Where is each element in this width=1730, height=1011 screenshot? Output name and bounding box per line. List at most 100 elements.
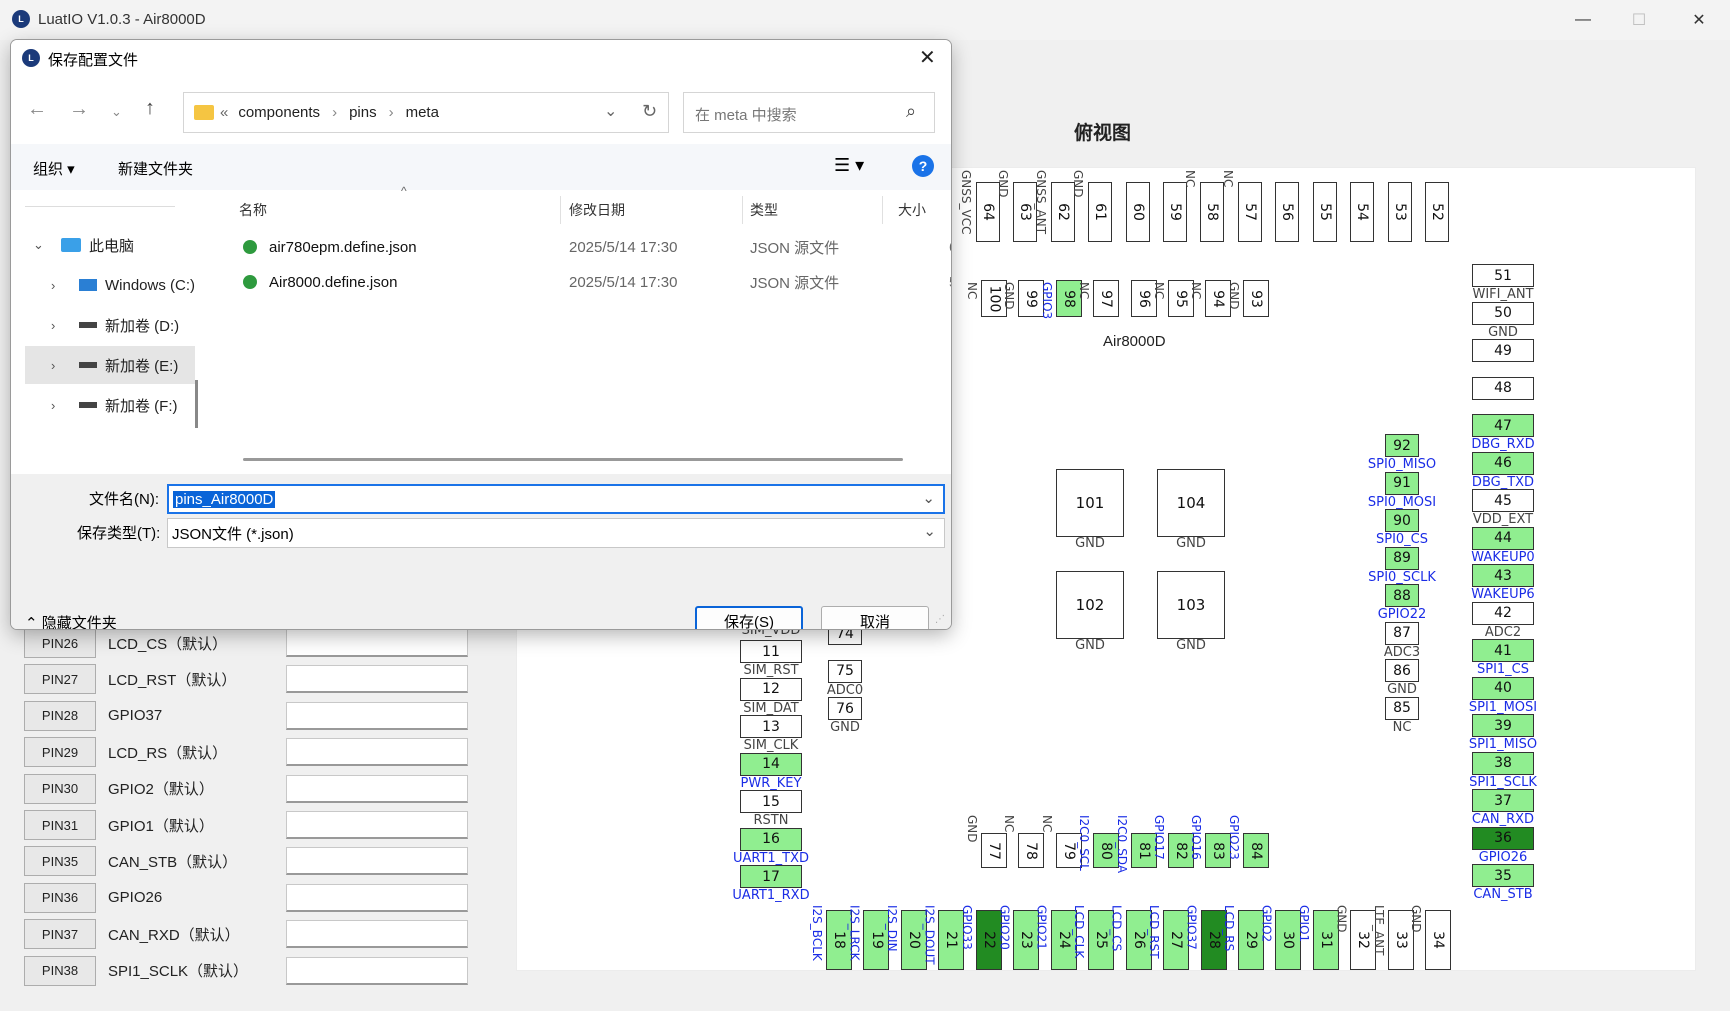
pin-alias-input[interactable] xyxy=(286,847,468,876)
pin-77[interactable]: 77 xyxy=(981,833,1007,868)
pin-button[interactable]: PIN36 xyxy=(24,882,96,913)
pin-96[interactable]: 96 xyxy=(1131,280,1157,317)
pin-50[interactable]: 50 xyxy=(1472,301,1534,325)
tree-item[interactable]: ›新加卷 (D:) xyxy=(25,306,195,344)
pin-100[interactable]: 100 xyxy=(981,280,1007,317)
refresh-icon[interactable]: ↻ xyxy=(642,101,658,121)
pin-function-select[interactable]: GPIO2（默认） xyxy=(104,776,302,802)
pin-33[interactable]: 33 xyxy=(1387,910,1414,970)
pin-78[interactable]: 78 xyxy=(1018,833,1044,868)
pin-button[interactable]: PIN30 xyxy=(24,773,96,804)
pin-88[interactable]: 88 xyxy=(1385,584,1419,607)
pin-53[interactable]: 53 xyxy=(1388,182,1412,242)
pin-16[interactable]: 16 xyxy=(740,827,802,851)
pin-function-select[interactable]: LCD_CS（默认） xyxy=(104,630,302,656)
pin-17[interactable]: 17 xyxy=(740,865,802,888)
pin-button[interactable]: PIN37 xyxy=(24,919,96,950)
pin-101[interactable]: 101 xyxy=(1056,469,1124,537)
pin-81[interactable]: 81 xyxy=(1131,833,1157,868)
minimize-button[interactable]: — xyxy=(1575,11,1591,28)
pin-button[interactable]: PIN31 xyxy=(24,810,96,840)
chevron-icon[interactable]: › xyxy=(51,357,56,373)
pin-14[interactable]: 14 xyxy=(740,752,802,776)
pin-12[interactable]: 12 xyxy=(740,677,802,701)
pin-52[interactable]: 52 xyxy=(1425,182,1449,242)
breadcrumb-pins[interactable]: pins xyxy=(349,104,377,121)
chevron-icon[interactable]: ⌄ xyxy=(33,237,44,252)
search-icon[interactable]: ⌕ xyxy=(906,101,917,121)
up-arrow-icon[interactable]: ↑ xyxy=(145,97,155,119)
pin-51[interactable]: 51 xyxy=(1472,264,1534,287)
pin-alias-input[interactable] xyxy=(286,629,468,657)
pin-61[interactable]: 61 xyxy=(1088,182,1112,242)
resize-grip-icon[interactable]: ⋰ xyxy=(935,614,945,625)
pin-function-select[interactable]: SPI1_SCLK（默认） xyxy=(104,958,302,984)
pin-20[interactable]: 20 xyxy=(900,910,927,970)
column-type[interactable]: 类型 xyxy=(750,202,778,218)
pin-84[interactable]: 84 xyxy=(1243,833,1269,868)
pin-alias-input[interactable] xyxy=(286,665,468,694)
pin-104[interactable]: 104 xyxy=(1157,469,1225,537)
pin-56[interactable]: 56 xyxy=(1275,182,1299,242)
pin-36[interactable]: 36 xyxy=(1472,826,1534,850)
pin-85[interactable]: 85 xyxy=(1385,696,1419,720)
pin-24[interactable]: 24 xyxy=(1050,910,1077,970)
view-options-icon[interactable]: ☰ ▾ xyxy=(834,155,865,175)
pin-55[interactable]: 55 xyxy=(1313,182,1337,242)
pin-26[interactable]: 26 xyxy=(1125,910,1152,970)
tree-item[interactable]: ›新加卷 (F:) xyxy=(25,386,195,424)
pin-63[interactable]: 63 xyxy=(1013,182,1037,242)
tree-item[interactable]: ›新加卷 (E:) xyxy=(25,346,195,384)
pin-13[interactable]: 13 xyxy=(740,715,802,738)
pin-82[interactable]: 82 xyxy=(1168,833,1194,868)
pin-22[interactable]: 22 xyxy=(975,910,1002,970)
pin-79[interactable]: 79 xyxy=(1056,833,1082,868)
filetype-select[interactable]: JSON文件 (*.json) ⌄ xyxy=(167,518,945,548)
pin-function-select[interactable]: LCD_RST（默认） xyxy=(104,666,302,692)
pin-button[interactable]: PIN35 xyxy=(24,846,96,877)
pin-103[interactable]: 103 xyxy=(1157,571,1225,639)
address-bar[interactable]: « components › pins › meta ⌄ ↻ xyxy=(183,92,669,133)
pin-44[interactable]: 44 xyxy=(1472,526,1534,550)
pin-alias-input[interactable] xyxy=(286,811,468,839)
cancel-button[interactable]: 取消 xyxy=(821,606,929,629)
maximize-button[interactable]: ☐ xyxy=(1631,12,1647,29)
pin-alias-input[interactable] xyxy=(286,920,468,949)
pin-27[interactable]: 27 xyxy=(1163,910,1190,970)
pin-95[interactable]: 95 xyxy=(1168,280,1194,317)
pin-49[interactable]: 49 xyxy=(1472,339,1534,362)
pin-89[interactable]: 89 xyxy=(1385,546,1419,570)
pin-function-select[interactable]: GPIO37 xyxy=(104,703,302,729)
pin-25[interactable]: 25 xyxy=(1088,910,1115,970)
pin-28[interactable]: 28 xyxy=(1200,910,1227,970)
column-name[interactable]: 名称 xyxy=(239,202,267,218)
breadcrumb-meta[interactable]: meta xyxy=(405,104,439,121)
pin-97[interactable]: 97 xyxy=(1093,280,1119,317)
pin-58[interactable]: 58 xyxy=(1200,182,1224,242)
pin-80[interactable]: 80 xyxy=(1093,833,1119,868)
pin-57[interactable]: 57 xyxy=(1238,182,1262,242)
pin-76[interactable]: 76 xyxy=(828,697,862,720)
pin-64[interactable]: 64 xyxy=(976,182,1000,242)
pin-93[interactable]: 93 xyxy=(1243,280,1269,317)
pin-button[interactable]: PIN28 xyxy=(24,700,96,731)
pin-function-select[interactable]: GPIO26 xyxy=(104,885,302,911)
pin-function-select[interactable]: GPIO1（默认） xyxy=(104,812,302,838)
pin-37[interactable]: 37 xyxy=(1472,789,1534,812)
pin-92[interactable]: 92 xyxy=(1385,434,1419,457)
pin-button[interactable]: PIN38 xyxy=(24,955,96,986)
back-arrow-icon[interactable]: ← xyxy=(27,98,47,120)
hide-folders-toggle[interactable]: ⌃ 隐藏文件夹 xyxy=(25,612,117,629)
pin-46[interactable]: 46 xyxy=(1472,451,1534,475)
chevron-icon[interactable]: › xyxy=(51,277,56,293)
pin-18[interactable]: 18 xyxy=(826,910,852,970)
pin-59[interactable]: 59 xyxy=(1163,182,1187,242)
pin-alias-input[interactable] xyxy=(286,738,468,767)
pin-alias-input[interactable] xyxy=(286,956,468,985)
pin-86[interactable]: 86 xyxy=(1385,659,1419,682)
pin-19[interactable]: 19 xyxy=(863,910,890,970)
pin-42[interactable]: 42 xyxy=(1472,601,1534,625)
pin-15[interactable]: 15 xyxy=(740,790,802,813)
pin-30[interactable]: 30 xyxy=(1275,910,1302,970)
pin-21[interactable]: 21 xyxy=(938,910,965,970)
